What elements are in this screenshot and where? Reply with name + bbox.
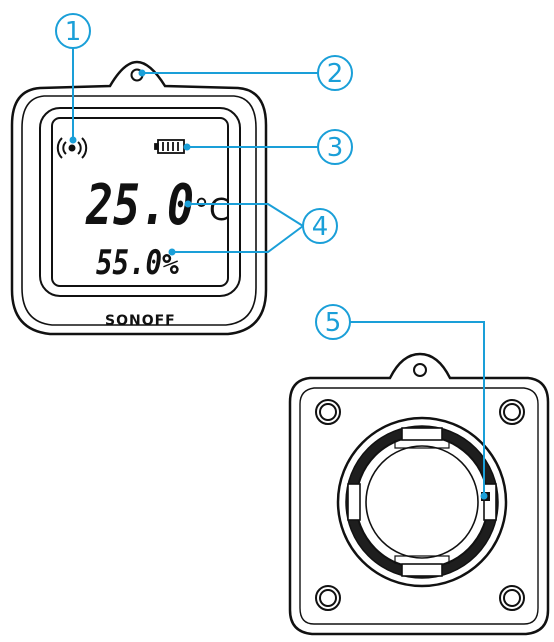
screen-frame xyxy=(39,107,241,297)
back-device-inner-rim xyxy=(299,387,539,625)
screen xyxy=(51,117,229,287)
callout-4-number: 4 xyxy=(312,212,329,242)
brand-logo: SONOFF xyxy=(105,313,176,329)
front-device-inner-rim xyxy=(21,95,257,326)
humidity-value: 55.0 xyxy=(96,243,162,283)
callout-4: 4 xyxy=(302,208,338,244)
callout-5: 5 xyxy=(315,304,351,340)
front-device-body xyxy=(10,60,268,336)
corner-feet xyxy=(315,399,525,611)
back-hanging-hole xyxy=(413,363,427,377)
temperature-value: 25.0 xyxy=(85,173,194,238)
callout-3-number: 3 xyxy=(327,133,344,163)
callout-2-number: 2 xyxy=(327,59,344,89)
callout-dots xyxy=(69,69,488,500)
callout-1-number: 1 xyxy=(65,17,82,47)
temperature-humidity-readout: 25.0 °C 55.0 % xyxy=(85,173,230,283)
callout-1: 1 xyxy=(55,13,91,49)
callout-2: 2 xyxy=(317,55,353,91)
humidity-unit: % xyxy=(162,248,179,281)
back-device xyxy=(288,352,550,636)
callout-lines xyxy=(72,48,485,496)
battery-compartment xyxy=(336,416,508,588)
front-device: 25.0 °C 55.0 % SONOFF xyxy=(10,60,268,336)
temperature-unit: °C xyxy=(194,193,230,228)
callout-markers: 1 2 3 4 5 xyxy=(55,13,353,340)
callout-3: 3 xyxy=(317,129,353,165)
callout-5-number: 5 xyxy=(325,308,342,338)
signal-icon xyxy=(56,137,88,159)
